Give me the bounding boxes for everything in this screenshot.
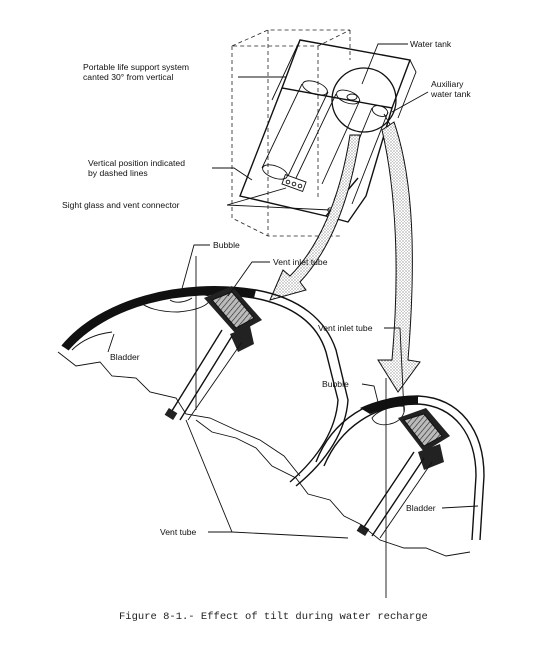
vent-inlet-head-left <box>204 286 262 352</box>
labels: Water tank Auxiliary water tank Portable… <box>62 39 471 537</box>
label-auxiliary-line1: Auxiliary <box>431 79 464 89</box>
label-vent-inlet-left: Vent inlet tube <box>273 257 328 267</box>
bubble-left <box>139 293 211 313</box>
label-auxiliary-line2: water tank <box>430 89 471 99</box>
label-vertical-line1: Vertical position indicated <box>88 158 185 168</box>
label-bubble-right: Bubble <box>322 379 349 389</box>
arrow-right-detail <box>377 121 421 393</box>
left-tank-detail <box>57 256 349 487</box>
vertical-position-outline <box>231 29 351 237</box>
figure-caption: Figure 8-1.- Effect of tilt during water… <box>119 611 428 623</box>
label-bubble-left: Bubble <box>213 240 240 250</box>
label-plss-line1: Portable life support system <box>83 62 189 72</box>
label-vent-tube: Vent tube <box>160 527 197 537</box>
label-plss-line2: canted 30° from vertical <box>83 72 173 82</box>
arrow-left-detail <box>269 134 361 301</box>
vent-inlet-head-right <box>398 408 450 470</box>
detail-callout-circle <box>331 67 397 133</box>
right-tank-detail <box>195 378 485 598</box>
label-vertical-line2: by dashed lines <box>88 168 148 178</box>
leader-lines <box>107 43 479 539</box>
label-water-tank: Water tank <box>410 39 452 49</box>
label-sight-glass: Sight glass and vent connector <box>62 200 180 210</box>
label-bladder-right: Bladder <box>406 503 436 513</box>
label-vent-inlet-right: Vent inlet tube <box>318 323 373 333</box>
label-bladder-left: Bladder <box>110 352 140 362</box>
